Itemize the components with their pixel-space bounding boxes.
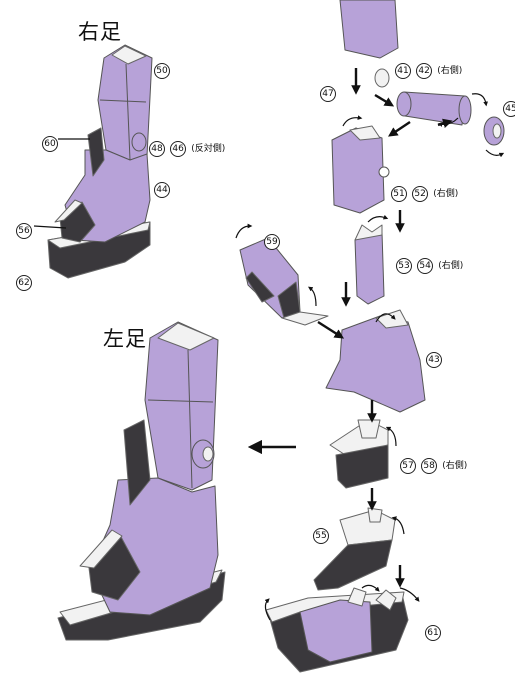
title-left-foot: 左足 [103,327,147,351]
label-61: 61 [425,620,441,641]
label-55: 55 [313,523,329,544]
label-62: 62 [16,270,32,291]
part-top-tube [339,0,399,59]
label-60: 60 [42,131,58,152]
label-43: 43 [426,347,442,368]
label-53-54: 53 54 (右側) [396,253,463,274]
title-right-foot: 右足 [78,20,122,44]
label-59: 59 [264,229,280,250]
label-51-52: 51 52 (右側) [391,181,458,202]
label-56: 56 [16,218,32,239]
label-44: 44 [154,177,170,198]
label-47: 47 [320,81,336,102]
right-foot-illustration [47,44,153,279]
label-45: 45 [503,96,515,117]
label-57-58: 57 58 (右側) [400,453,467,474]
label-50: 50 [154,58,170,79]
label-48-46: 48 46 (反対側) [149,136,225,157]
left-foot-illustration [57,321,226,641]
label-41-42: 41 42 (右側) [395,58,462,79]
